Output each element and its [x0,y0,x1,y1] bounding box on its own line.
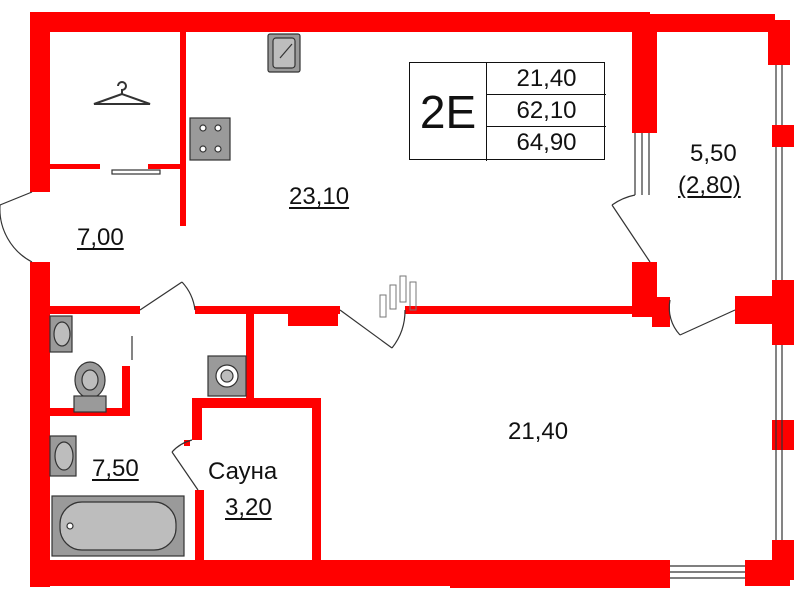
partition-mid-2 [288,310,338,326]
bath-vertical [246,306,254,398]
wardrobe-line-2 [148,164,180,169]
wall-right-4 [772,540,794,580]
wall-right-3 [772,420,794,450]
bath-stub [192,398,202,440]
wall-left-lower [30,262,50,587]
hanger-icon [93,81,151,105]
wall-right-2 [772,280,794,345]
room-bathroom-area: 7,50 [92,455,139,482]
room-kitchen-area: 23,10 [289,183,350,210]
sauna-label: Сауна [208,458,278,485]
total-area-with-balcony: 64,90 [516,129,577,156]
wardrobe-line-1 [50,164,100,169]
washbasin-icon [49,315,73,353]
balcony-wall-upper [632,28,657,133]
bath-divider [122,366,130,412]
living-area: 21,40 [487,63,606,95]
walls [30,12,794,588]
room-balcony-reduced: (2,80) [678,172,741,199]
balcony-wall-stub [652,297,670,327]
bath-wall-left-stub [184,440,190,446]
apartment-code: 2E [419,86,477,138]
partition-hall-kitchen [180,30,186,226]
room-hall-area: 7,00 [77,224,124,251]
sauna-left [195,490,204,560]
area-values: 21,40 62,10 64,90 [486,63,606,161]
toilet-icon [73,361,107,413]
kitchen-sink-icon [267,33,301,73]
partition-mid-3 [405,306,640,314]
partition-mid-1 [195,306,340,314]
sauna-area: 3,20 [225,494,272,521]
balcony-right-stub [735,296,775,324]
washing-machine-icon [207,355,247,397]
room-balcony-area: 5,50 [690,140,737,167]
sliding-door-icon [379,275,417,318]
total-area: 62,10 [487,95,606,127]
openings [0,65,783,579]
wall-corner-tr [768,20,790,65]
apartment-legend: 2E 21,40 62,10 64,90 [409,62,606,161]
sauna-right [312,398,321,560]
partition-bath-top [48,306,140,314]
wall-right-1 [772,125,794,147]
stove-icon [189,117,231,161]
fixtures [49,33,417,557]
washbasin-lower-icon [49,435,77,477]
wall-left-upper [30,12,50,192]
sauna-top [192,398,320,408]
wall-top [30,12,650,32]
bathtub-icon [51,495,185,557]
room-bedroom-area: 21,40 [508,418,569,445]
wall-top-right [650,14,775,32]
wall-bottom-notch [450,580,670,588]
